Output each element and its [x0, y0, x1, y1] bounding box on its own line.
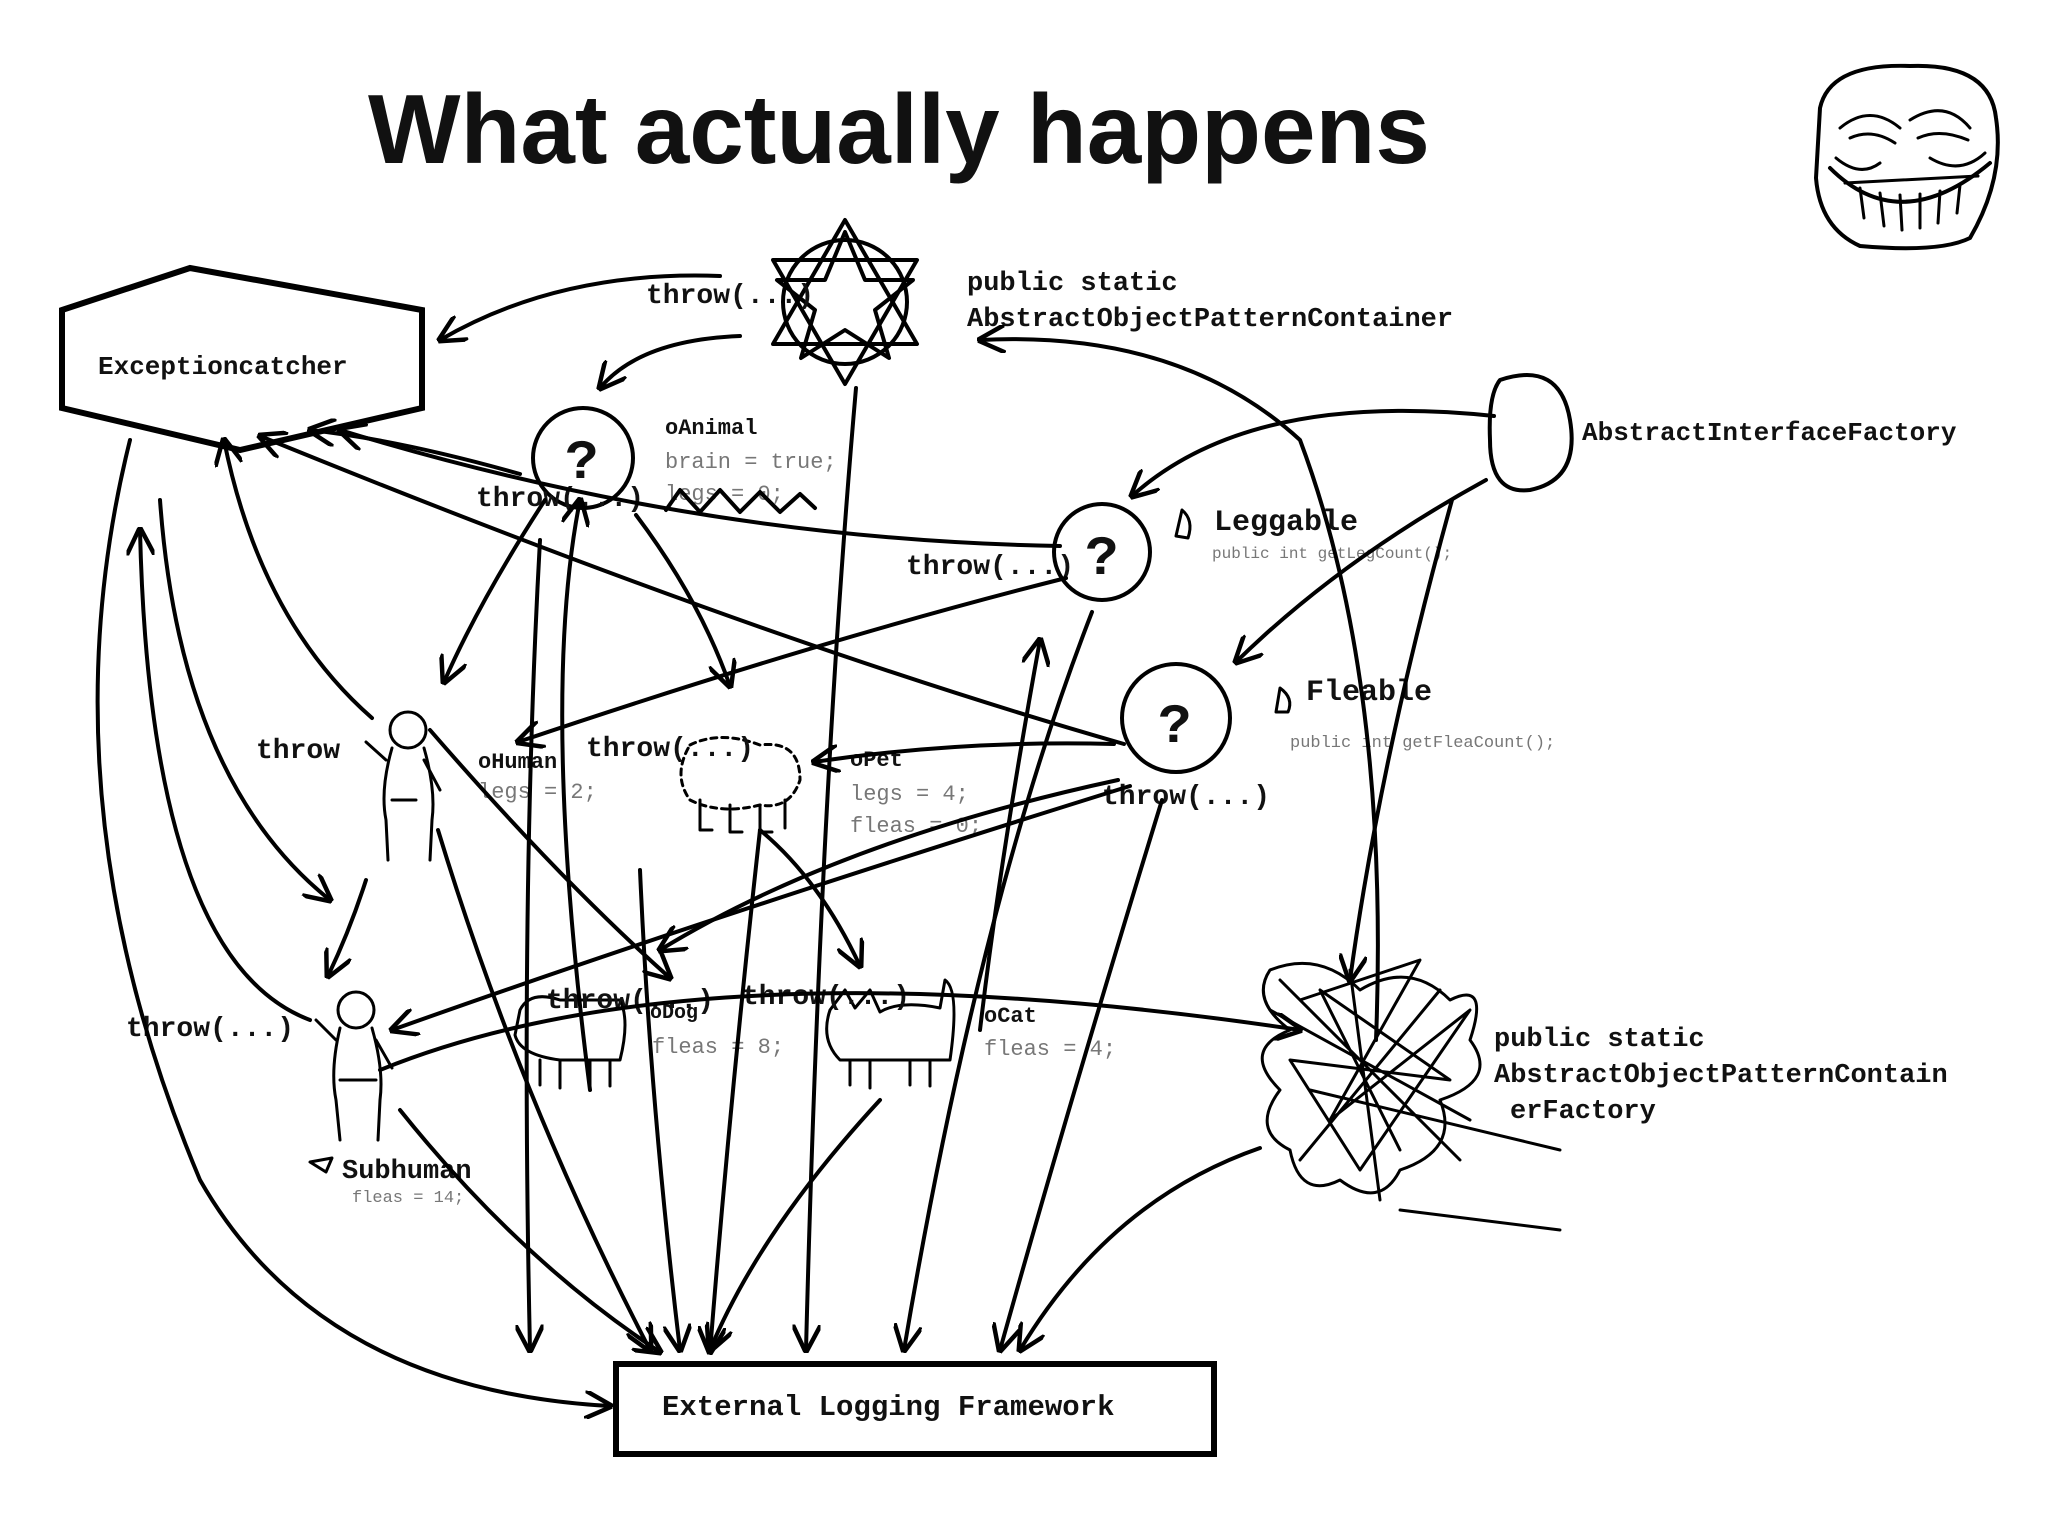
fleable-node: ?	[1120, 662, 1232, 774]
pentagram-icon	[775, 230, 915, 360]
question-mark: ?	[1085, 527, 1119, 591]
container-label-1: public static	[967, 269, 1178, 299]
fleable-label: Fleable	[1306, 676, 1432, 710]
cat-name: oCat	[984, 1004, 1037, 1029]
throw-label-human: throw	[256, 736, 340, 767]
subhuman-figure-icon	[314, 990, 394, 1142]
animal-node: ?	[531, 406, 635, 510]
factory-label-1: public static	[1494, 1025, 1705, 1055]
dog-name: oDog	[650, 1002, 698, 1025]
leggable-method: public int getLegCount();	[1212, 545, 1452, 563]
factory-label-3: erFactory	[1510, 1097, 1656, 1127]
throw-label-subhuman: throw(...)	[126, 1014, 294, 1045]
interface-factory-label: AbstractInterfaceFactory	[1582, 418, 1957, 448]
page-title: What actually happens	[368, 74, 1430, 184]
cat-field: fleas = 4;	[984, 1037, 1116, 1062]
exception-catcher-box: Exceptioncatcher	[59, 264, 425, 454]
fleable-method: public int getFleaCount();	[1290, 734, 1555, 753]
human-field: legs = 2;	[478, 780, 597, 805]
cat-icon	[825, 978, 956, 1090]
animal-name: oAnimal	[665, 416, 757, 441]
animal-field-1: brain = true;	[665, 450, 837, 475]
external-logging-box: External Logging Framework	[613, 1361, 1217, 1457]
throw-label-top: throw(...)	[646, 281, 814, 312]
factory-label-2: AbstractObjectPatternContain	[1494, 1061, 1948, 1091]
external-logging-label: External Logging Framework	[662, 1391, 1114, 1424]
troll-face-icon	[1814, 63, 2000, 251]
interface-factory-node	[1487, 373, 1574, 493]
leggable-label: Leggable	[1214, 506, 1358, 540]
star-of-david-icon	[771, 218, 919, 386]
connector-arrows	[95, 273, 1496, 1406]
throw-label-cat: throw(...)	[742, 982, 910, 1013]
question-mark: ?	[565, 431, 599, 495]
container-label-2: AbstractObjectPatternContainer	[967, 305, 1453, 335]
scribble-icon	[1260, 958, 1562, 1232]
human-figure-icon	[364, 710, 442, 862]
leggable-node: ?	[1052, 502, 1152, 602]
question-mark: ?	[1158, 695, 1192, 759]
pet-field-1: legs = 4;	[850, 782, 969, 807]
human-name: oHuman	[478, 750, 557, 775]
throw-label-pet: throw(...)	[586, 734, 754, 765]
throw-label-leggable: throw(...)	[906, 552, 1074, 583]
subhuman-field: fleas = 14;	[352, 1189, 464, 1208]
exception-catcher-label: Exceptioncatcher	[98, 352, 348, 382]
dog-field: fleas = 8;	[652, 1035, 784, 1060]
pet-icon	[679, 736, 802, 834]
